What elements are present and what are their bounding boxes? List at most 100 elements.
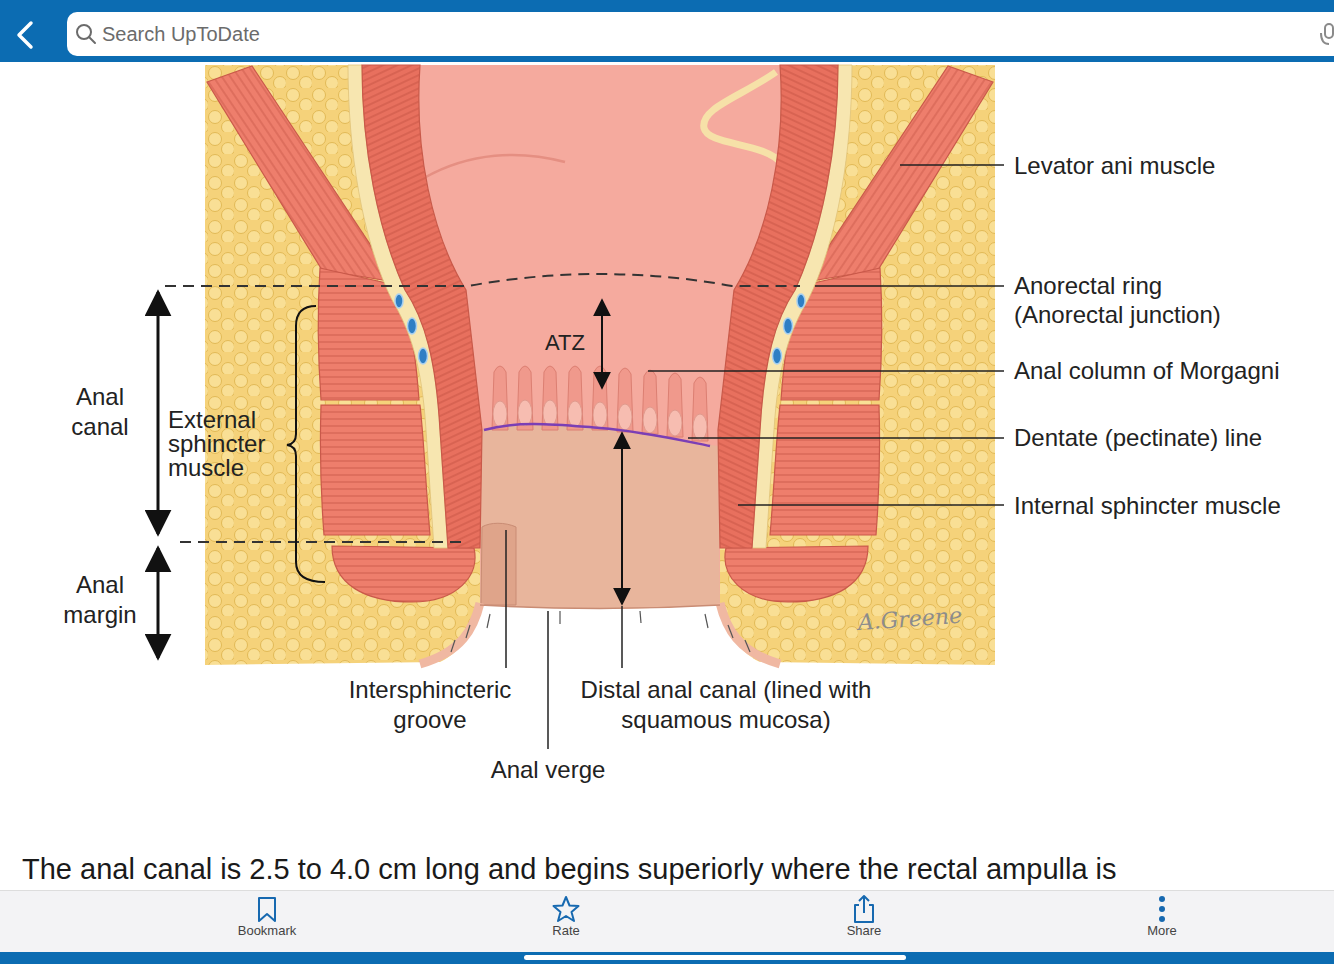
anal-verge-edge bbox=[480, 605, 720, 609]
perianal-skin bbox=[720, 603, 780, 664]
more-icon bbox=[1159, 916, 1165, 922]
structure-label: Dentate (pectinate) line bbox=[1014, 423, 1262, 452]
hair bbox=[705, 614, 708, 628]
mic-icon bbox=[1321, 24, 1333, 44]
dimension-arrow bbox=[601, 300, 603, 388]
hair bbox=[745, 640, 750, 652]
anal-columns bbox=[517, 366, 533, 430]
anal-columns bbox=[617, 368, 633, 432]
more-icon bbox=[1159, 896, 1165, 902]
structure-label: Intersphincteric groove bbox=[320, 675, 540, 735]
share-icon bbox=[863, 896, 865, 913]
anal-papillae bbox=[618, 404, 632, 430]
zone-label: ATZ bbox=[545, 330, 585, 356]
hemorrhoidal-vein bbox=[395, 294, 428, 364]
search-icon bbox=[89, 37, 95, 43]
toolbar-label: Rate bbox=[511, 923, 621, 939]
anal-columns bbox=[492, 366, 708, 441]
leader-line bbox=[738, 504, 1004, 506]
rectal-fold bbox=[704, 72, 782, 164]
label-text: Anal verge bbox=[491, 756, 606, 783]
leader-line bbox=[547, 611, 549, 749]
mic-icon bbox=[1325, 24, 1333, 38]
artist-signature: A.Greene bbox=[857, 603, 963, 636]
node-text: Search UpToDate bbox=[102, 21, 1332, 47]
leader-line bbox=[648, 370, 1004, 372]
label-text: A.Greene bbox=[857, 603, 963, 635]
label-text: Anal canal bbox=[71, 383, 128, 440]
anal-papillae bbox=[668, 410, 682, 436]
share-icon bbox=[859, 896, 869, 901]
structure-label: External sphincter muscle bbox=[168, 408, 293, 480]
dimension-arrow bbox=[157, 548, 160, 658]
anal-papillae bbox=[493, 401, 507, 427]
label-text: More bbox=[1147, 923, 1177, 938]
dimension-label: Anal canal bbox=[55, 382, 145, 442]
label-text: Distal anal canal (lined with squamous m… bbox=[581, 676, 872, 733]
hemorrhoidal-vein bbox=[408, 318, 417, 334]
hemorrhoidal-vein bbox=[395, 294, 403, 308]
hair bbox=[451, 611, 750, 652]
leader-line bbox=[621, 606, 623, 668]
body-text: The anal canal is 2.5 to 4.0 cm long and… bbox=[22, 852, 1117, 886]
label-text: The anal canal is 2.5 to 4.0 cm long and… bbox=[22, 853, 1117, 885]
toolbar-label: Share bbox=[809, 923, 919, 939]
anal-papillae bbox=[518, 400, 532, 426]
leader-line bbox=[815, 285, 1004, 287]
external-sphincter bbox=[320, 405, 430, 535]
label-text: Bookmark bbox=[238, 923, 297, 938]
anal-columns bbox=[642, 370, 658, 434]
label-text: Anorectal ring (Anorectal junction) bbox=[1014, 272, 1221, 328]
structure-label: Anal verge bbox=[468, 755, 628, 784]
sphincter-complex bbox=[207, 65, 482, 602]
dimension-arrow bbox=[621, 433, 623, 604]
hair bbox=[466, 625, 470, 638]
anal-columns bbox=[567, 366, 583, 430]
anal-papillae bbox=[543, 400, 557, 426]
leader-line bbox=[505, 530, 507, 668]
internal-sphincter bbox=[362, 65, 482, 548]
anal-papillae bbox=[693, 414, 707, 440]
bookmark-icon bbox=[259, 898, 275, 921]
sphincter-complex bbox=[718, 65, 993, 602]
brace bbox=[287, 306, 325, 582]
structure-label: Internal sphincter muscle bbox=[1014, 491, 1281, 520]
search-box: Search UpToDate bbox=[67, 12, 1334, 56]
perianal-fat bbox=[205, 65, 995, 665]
structure-label: Distal anal canal (lined with squamous m… bbox=[576, 675, 876, 735]
hair bbox=[487, 614, 490, 628]
dentate-line bbox=[484, 424, 710, 446]
more-icon bbox=[1159, 906, 1165, 912]
leader-line bbox=[688, 437, 1004, 439]
anal-columns bbox=[667, 373, 683, 437]
label-text: Levator ani muscle bbox=[1014, 152, 1215, 179]
star-icon bbox=[554, 897, 579, 921]
label-text: Internal sphincter muscle bbox=[1014, 492, 1281, 519]
hair bbox=[451, 640, 455, 652]
anal-verge-level-line bbox=[180, 541, 466, 543]
toolbar bbox=[0, 890, 1334, 952]
anal-papillae bbox=[593, 402, 607, 428]
anal-papillae bbox=[643, 407, 657, 433]
anal-papillae bbox=[493, 400, 707, 440]
external-sphincter bbox=[332, 546, 475, 602]
hemorrhoidal-vein bbox=[419, 348, 428, 364]
label-text: Anal margin bbox=[63, 571, 136, 628]
more-icon bbox=[1159, 896, 1165, 922]
toolbar-label: Bookmark bbox=[212, 923, 322, 939]
label-text: External sphincter muscle bbox=[168, 406, 265, 481]
label-text: Intersphincteric groove bbox=[349, 676, 512, 733]
toolbar-label: More bbox=[1107, 923, 1217, 939]
label-text: Share bbox=[847, 923, 882, 938]
lower-anal-canal bbox=[480, 424, 720, 608]
home-indicator bbox=[524, 955, 906, 960]
hair bbox=[559, 611, 560, 624]
label-text: Rate bbox=[552, 923, 579, 938]
anorectal-ring-line bbox=[165, 274, 800, 286]
mic-icon bbox=[1321, 33, 1329, 44]
label-text: Anal column of Morgagni bbox=[1014, 357, 1279, 384]
anal-columns bbox=[692, 377, 708, 441]
